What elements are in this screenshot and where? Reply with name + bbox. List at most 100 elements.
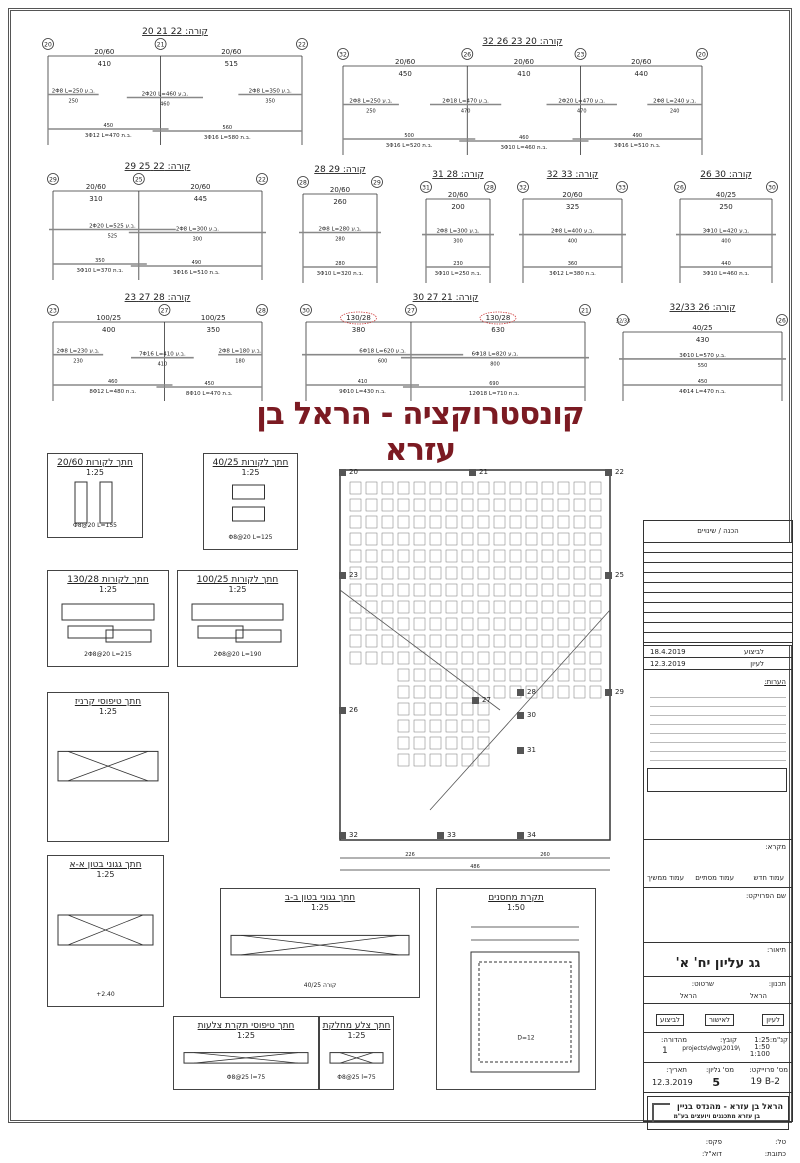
support-marker: [776, 314, 788, 326]
highlight-ellipse: [479, 311, 517, 325]
ribbed-slab-block: [397, 498, 410, 512]
ribbed-slab-block: [349, 634, 362, 648]
section-scale: 1:25: [237, 1031, 255, 1040]
ribbed-slab-block: [429, 634, 442, 648]
column-marker: [472, 697, 479, 704]
section-sketch: 2Φ8@20 L=190: [191, 603, 284, 658]
ribbed-slab-block: [573, 600, 586, 614]
detail-outline: [57, 914, 154, 946]
legend-header: מקרא:: [765, 843, 786, 851]
designer: הראל: [749, 992, 767, 1000]
ribbed-slab-block: [397, 736, 410, 750]
section-note: Φ8@20 L=155: [73, 522, 117, 529]
notes-box: [647, 768, 787, 792]
top-rebar-label: 2Φ8 L=400 ב.ע.: [551, 229, 594, 235]
support-label: 22: [258, 177, 266, 184]
bottom-rebar-label: 9Φ10 L=430 ב.ת.: [339, 389, 386, 395]
ribbed-slab-block: [493, 685, 506, 699]
ribbed-slab-block: [445, 668, 458, 682]
column-marker: [605, 689, 612, 696]
ribbed-slab-block: [477, 549, 490, 563]
ribbed-slab-block: [493, 617, 506, 631]
ribbed-slab-block: [397, 600, 410, 614]
ribbed-slab-block: [461, 685, 474, 699]
beam-title: קורה: 26 32/33: [670, 303, 736, 313]
span-length: 440: [635, 70, 648, 78]
ribbed-slab-block: [445, 481, 458, 495]
ribbed-slab-block: [493, 498, 506, 512]
ribbed-slab-block: [461, 634, 474, 648]
ribbed-slab-block: [541, 481, 554, 495]
span-section: 20/60: [94, 48, 114, 56]
bottom-rebar-length: 360: [568, 261, 578, 267]
top-rebar-label: 2Φ8 L=300 ב.ע.: [436, 229, 479, 235]
section-title: תקרת מחסנים: [488, 893, 544, 903]
ribbed-slab-block: [541, 685, 554, 699]
ribbed-slab-block: [525, 685, 538, 699]
slab-edge: [478, 961, 572, 1063]
dimension-label: 486: [470, 864, 480, 870]
ribbed-slab-block: [493, 668, 506, 682]
status-checkbox[interactable]: לאישור: [704, 1014, 734, 1026]
span-section: 100/25: [201, 314, 226, 322]
column-label: 33: [447, 831, 456, 839]
bottom-rebar-length: 450: [698, 379, 708, 385]
ribbed-slab-block: [477, 617, 490, 631]
ribbed-slab-block: [429, 753, 442, 767]
section-title: חתך צלע מחלקת: [322, 1021, 391, 1031]
section-note: 2Φ8@20 L=215: [84, 651, 132, 658]
ribbed-slab-block: [589, 481, 602, 495]
ribbed-slab-block: [557, 532, 570, 546]
bottom-rebar-label: 3Φ16 L=510 ב.ת.: [614, 143, 661, 149]
bottom-rebar-length: 440: [721, 261, 731, 267]
ribbed-slab-block: [573, 685, 586, 699]
bottom-rebar-label: 3Φ16 L=580 ב.ת.: [204, 135, 251, 141]
top-rebar-label: 2Φ8 L=240 ב.ע.: [653, 99, 696, 105]
support-marker: [256, 173, 268, 185]
ribbed-slab-block: [541, 498, 554, 512]
ribbed-slab-block: [493, 651, 506, 665]
bottom-rebar-label: 8Φ12 L=480 ב.ת.: [89, 389, 136, 395]
ribbed-slab-block: [429, 583, 442, 597]
support-label: 31: [422, 185, 430, 192]
ribbed-slab-block: [557, 685, 570, 699]
support-label: 32/33: [616, 319, 630, 325]
status-checkbox[interactable]: לעיון: [762, 1014, 784, 1026]
beam-title: קורה: 22 21 20: [142, 27, 208, 37]
ribbed-slab-block: [429, 719, 442, 733]
support-marker: [766, 181, 778, 193]
project-no: 19 B-2: [750, 1077, 780, 1087]
support-marker: [405, 304, 417, 316]
ribbed-slab-block: [445, 685, 458, 699]
section-note: 40/25 קורה: [304, 982, 336, 989]
support-marker: [371, 176, 383, 188]
status-checkbox[interactable]: לביצוע: [655, 1014, 684, 1026]
ribbed-slab-block: [477, 583, 490, 597]
ribbed-slab-block: [365, 498, 378, 512]
support-marker: [256, 304, 268, 316]
column-label: 20: [349, 468, 358, 476]
description-label: תיאור:: [766, 946, 786, 954]
top-rebar-length: 350: [265, 99, 275, 105]
ribbed-slab-block: [381, 583, 394, 597]
slab-outline: [470, 951, 580, 1073]
column-marker: [339, 469, 346, 476]
ribbed-slab-block: [589, 498, 602, 512]
top-rebar-length: 470: [577, 109, 587, 115]
bottom-rebar-label: 8Φ10 L=470 ב.ת.: [186, 391, 233, 397]
top-rebar-length: 280: [335, 237, 345, 243]
ribbed-slab-block: [381, 498, 394, 512]
span-section: 20/60: [562, 191, 582, 199]
section-sketch: +2.40: [57, 914, 154, 998]
section-scale: 1:25: [96, 870, 115, 879]
ribbed-slab-block: [445, 617, 458, 631]
support-label: 23: [577, 52, 585, 59]
